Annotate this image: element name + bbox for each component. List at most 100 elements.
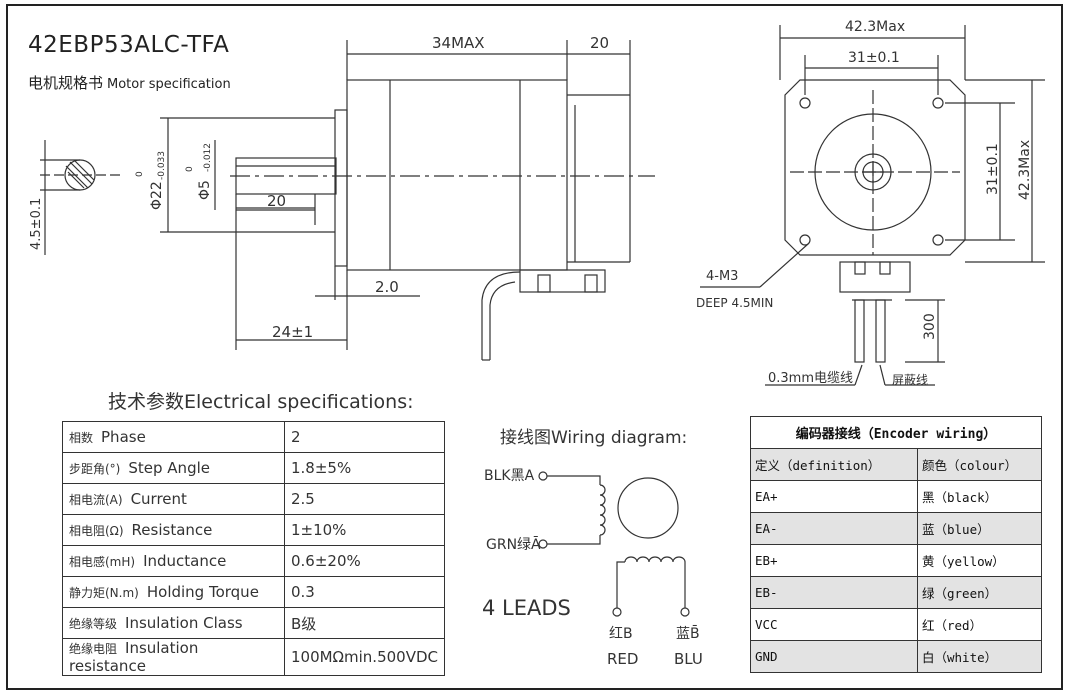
encoder-definition: EB- bbox=[750, 576, 918, 609]
encoder-colour: 白（white） bbox=[917, 640, 1042, 673]
drawing-frame bbox=[6, 4, 1063, 690]
dim-shaft-dia: Φ5 bbox=[197, 180, 213, 200]
wiring-title: 接线图Wiring diagram: bbox=[500, 428, 687, 448]
dim-lead-length: 300 bbox=[922, 313, 938, 340]
encoder-definition: VCC bbox=[750, 608, 918, 641]
encoder-colour: 绿（green） bbox=[917, 576, 1042, 609]
spec-label-cell: 相数 Phase bbox=[62, 421, 285, 453]
spec-label-cn: 相电感(mH) bbox=[69, 555, 136, 569]
spec-label-en: Inductance bbox=[143, 552, 227, 570]
spec-value: 2 bbox=[283, 421, 446, 453]
spec-row: 相数 Phase 2 bbox=[62, 421, 446, 453]
leads-label: 4 LEADS bbox=[482, 596, 571, 620]
dim-flat-depth: 4.5±0.1 bbox=[29, 198, 44, 250]
spec-row: 相电阻(Ω) Resistance 1±10% bbox=[62, 514, 446, 546]
spec-label-cn: 绝缘等级 bbox=[69, 617, 118, 631]
encoder-definition: GND bbox=[750, 640, 918, 673]
encoder-colour: 红（red） bbox=[917, 608, 1042, 641]
dim-body-length: 34MAX bbox=[432, 34, 485, 52]
label-mount-depth: DEEP 4.5MIN bbox=[696, 296, 773, 310]
dim-shaft-total: 24±1 bbox=[272, 323, 313, 341]
spec-label-cell: 相电感(mH) Inductance bbox=[62, 545, 285, 577]
wire-red-cn: 红B bbox=[609, 626, 633, 642]
rotor-symbol bbox=[617, 477, 679, 539]
dim-flange-step: 2.0 bbox=[375, 278, 399, 296]
spec-label-cn: 步距角(°) bbox=[69, 462, 121, 476]
wire-red-en: RED bbox=[607, 650, 638, 668]
subtitle-en: Motor specification bbox=[107, 77, 231, 92]
spec-label-cn: 相数 bbox=[69, 431, 94, 445]
spec-value: 2.5 bbox=[283, 483, 446, 515]
encoder-row: EA+黑（black） bbox=[750, 480, 1042, 513]
label-cable: 0.3mm电缆线 bbox=[768, 370, 853, 386]
label-shield: 屏蔽线 bbox=[892, 373, 928, 387]
encoder-row: EA-蓝（blue） bbox=[750, 512, 1042, 545]
spec-label-en: Current bbox=[130, 490, 187, 508]
motor-front-face bbox=[784, 79, 966, 256]
encoder-colour: 黑（black） bbox=[917, 480, 1042, 513]
spec-label-en: Step Angle bbox=[128, 459, 210, 477]
subtitle-cn: 电机规格书 bbox=[28, 74, 104, 92]
encoder-col-colour: 颜色（colour） bbox=[917, 448, 1042, 481]
spec-label-cell: 静力矩(N.m) Holding Torque bbox=[62, 576, 285, 608]
encoder-title: 编码器接线（Encoder wiring） bbox=[750, 416, 1042, 449]
encoder-colour: 蓝（blue） bbox=[917, 512, 1042, 545]
encoder-col-definition: 定义（definition） bbox=[750, 448, 918, 481]
dim-flat-length: 20 bbox=[267, 192, 286, 210]
spec-row: 步距角(°) Step Angle 1.8±5% bbox=[62, 452, 446, 484]
spec-value: 0.3 bbox=[283, 576, 446, 608]
spec-label-en: Holding Torque bbox=[146, 583, 259, 601]
spec-label-cell: 相电阻(Ω) Resistance bbox=[62, 514, 285, 546]
dim-shaft-tol-upper: 0 bbox=[185, 166, 195, 172]
wire-blu-cn: 蓝B̄ bbox=[676, 624, 700, 642]
dim-shaft-tol-lower: -0.012 bbox=[203, 143, 213, 172]
spec-label-en: Insulation Class bbox=[125, 614, 243, 632]
spec-row: 静力矩(N.m) Holding Torque 0.3 bbox=[62, 576, 446, 608]
spec-value: 0.6±20% bbox=[283, 545, 446, 577]
spec-value: B级 bbox=[283, 607, 446, 639]
spec-value: 100MΩmin.500VDC bbox=[283, 638, 446, 676]
wire-blu-en: BLU bbox=[674, 650, 703, 668]
wiring-diagram bbox=[538, 471, 690, 617]
encoder-definition: EB+ bbox=[750, 544, 918, 577]
encoder-wiring-table: 编码器接线（Encoder wiring） 定义（definition） 颜色（… bbox=[750, 416, 1042, 673]
encoder-colour: 黄（yellow） bbox=[917, 544, 1042, 577]
spec-label-en: Phase bbox=[101, 428, 146, 446]
spec-label-cn: 静力矩(N.m) bbox=[69, 586, 139, 600]
spec-value: 1.8±5% bbox=[283, 452, 446, 484]
label-mount-holes: 4-M3 bbox=[706, 269, 738, 284]
encoder-definition: EA+ bbox=[750, 480, 918, 513]
dim-hole-spacing-h: 31±0.1 bbox=[848, 50, 900, 66]
dim-shaft-length-top: 20 bbox=[590, 34, 609, 52]
dim-boss-tol-lower: -0.033 bbox=[157, 151, 167, 180]
spec-label-cn: 相电流(A) bbox=[69, 493, 123, 507]
encoder-definition: EA- bbox=[750, 512, 918, 545]
electrical-title: 技术参数Electrical specifications: bbox=[108, 391, 414, 413]
electrical-spec-table: 相数 Phase 2 步距角(°) Step Angle 1.8±5% 相电流(A) Curr… bbox=[62, 421, 446, 676]
encoder-row: EB-绿（green） bbox=[750, 576, 1042, 609]
dim-boss-tol-upper: 0 bbox=[135, 171, 145, 177]
spec-label-en: Resistance bbox=[131, 521, 213, 539]
spec-row: 相电流(A) Current 2.5 bbox=[62, 483, 446, 515]
model-title: 42EBP53ALC-TFA bbox=[28, 32, 230, 58]
encoder-row: EB+黄（yellow） bbox=[750, 544, 1042, 577]
spec-label-cell: 绝缘等级 Insulation Class bbox=[62, 607, 285, 639]
spec-label-cn: 相电阻(Ω) bbox=[69, 524, 124, 538]
spec-label-cell: 相电流(A) Current bbox=[62, 483, 285, 515]
spec-value: 1±10% bbox=[283, 514, 446, 546]
spec-row: 相电感(mH) Inductance 0.6±20% bbox=[62, 545, 446, 577]
dim-boss-dia: Φ22 bbox=[149, 181, 165, 210]
dim-hole-spacing-v: 31±0.1 bbox=[985, 143, 1001, 195]
wire-grn-label: GRN绿Ā bbox=[486, 536, 541, 553]
dim-frame-size-v: 42.3Max bbox=[1017, 140, 1033, 200]
spec-label-cell: 步距角(°) Step Angle bbox=[62, 452, 285, 484]
dim-frame-size-h: 42.3Max bbox=[845, 19, 905, 35]
spec-label-en: Insulation resistance bbox=[69, 639, 199, 675]
wire-blk-label: BLK黑A bbox=[484, 468, 535, 484]
